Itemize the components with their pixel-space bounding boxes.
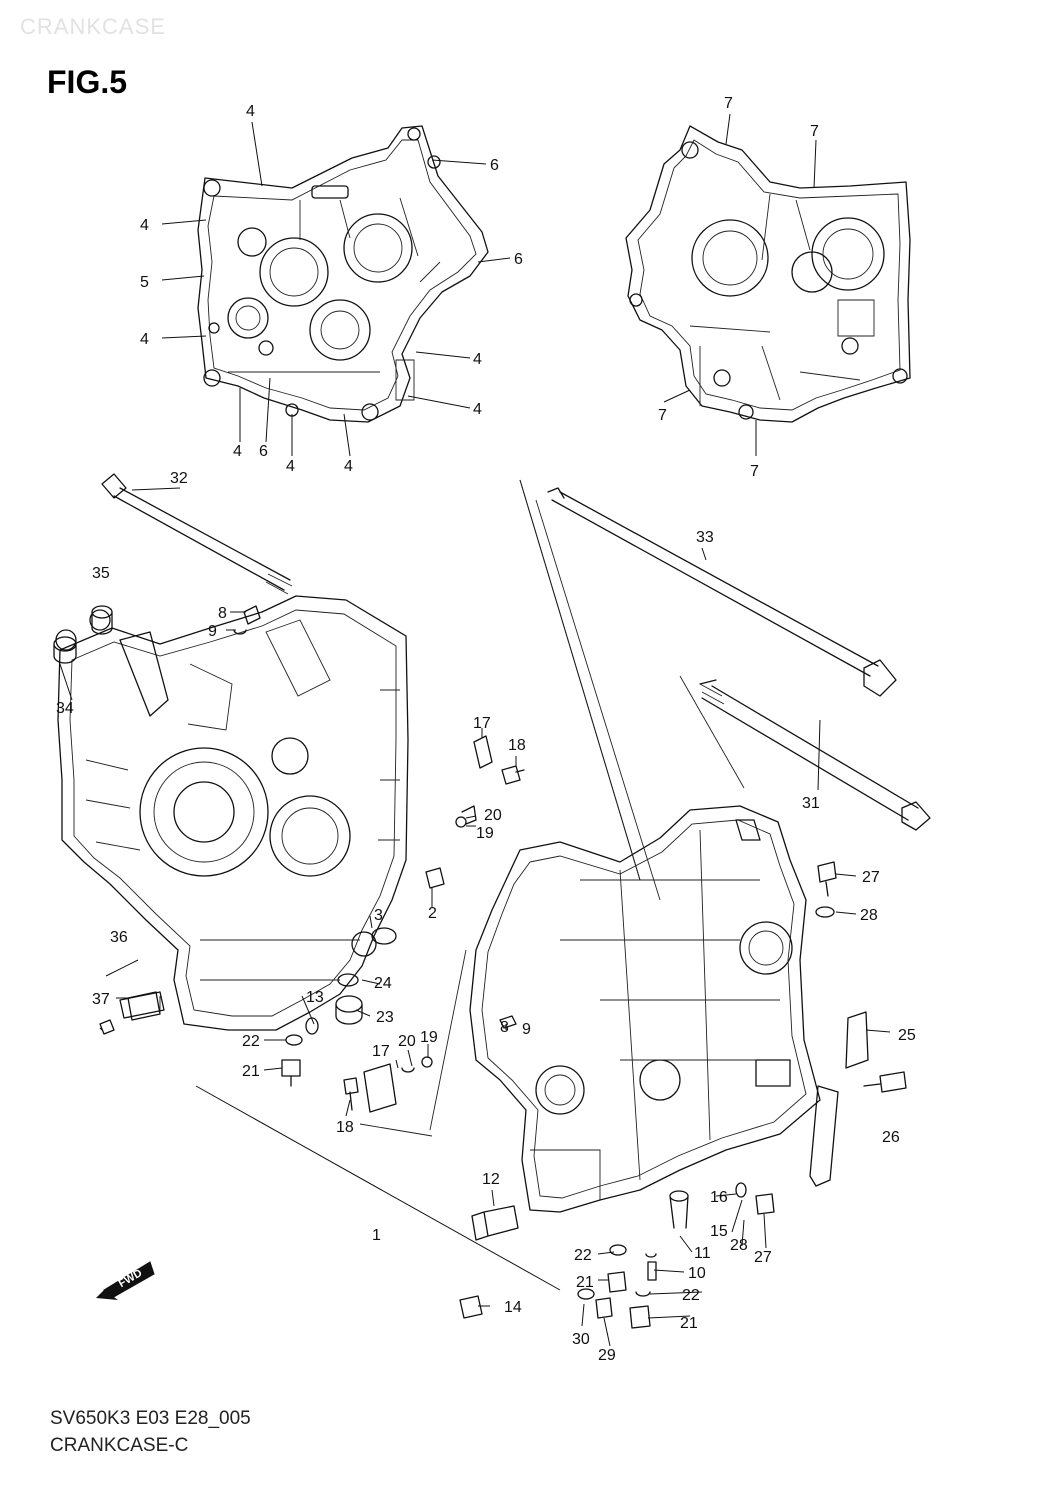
- callout-20: 20: [398, 1033, 416, 1050]
- callout-20: 20: [484, 807, 502, 824]
- callout-22: 22: [242, 1033, 260, 1050]
- callout-28: 28: [860, 907, 878, 924]
- upper-right-crankcase-half: [625, 125, 911, 423]
- callout-8: 8: [500, 1019, 509, 1036]
- callout-33: 33: [696, 529, 714, 546]
- callout-4: 4: [246, 103, 255, 120]
- callout-4: 4: [140, 217, 149, 234]
- callout-1: 1: [372, 1227, 381, 1244]
- callout-4: 4: [473, 351, 482, 368]
- callout-7: 7: [658, 407, 667, 424]
- callout-29: 29: [598, 1347, 616, 1364]
- callout-32: 32: [170, 470, 188, 487]
- right-lower-crankcase: [469, 805, 821, 1213]
- callout-27: 27: [862, 869, 880, 886]
- callout-13: 13: [306, 989, 324, 1006]
- callout-21: 21: [680, 1315, 698, 1332]
- callout-5: 5: [140, 274, 149, 291]
- callout-18: 18: [336, 1119, 354, 1136]
- callout-3: 3: [374, 907, 383, 924]
- watermark-text: CRANKCASE: [20, 14, 166, 39]
- fwd-direction-badge: FWD: [96, 1261, 155, 1300]
- small-parts: [53, 605, 907, 1329]
- callout-19: 19: [420, 1029, 438, 1046]
- callout-21: 21: [576, 1274, 594, 1291]
- callout-4: 4: [344, 458, 353, 475]
- left-lower-crankcase: [55, 595, 409, 1031]
- callout-22: 22: [574, 1247, 592, 1264]
- callout-4: 4: [473, 401, 482, 418]
- callout-30: 30: [572, 1331, 590, 1348]
- callout-36: 36: [110, 929, 128, 946]
- callout-4: 4: [140, 331, 149, 348]
- bolt-31: [699, 679, 931, 831]
- callout-4: 4: [233, 443, 242, 460]
- callout-6: 6: [514, 251, 523, 268]
- callout-35: 35: [92, 565, 110, 582]
- bolt-32: [101, 473, 293, 595]
- callout-26: 26: [882, 1129, 900, 1146]
- callout-17: 17: [473, 715, 491, 732]
- callout-23: 23: [376, 1009, 394, 1026]
- callout-37: 37: [92, 991, 110, 1008]
- callout-19: 19: [476, 825, 494, 842]
- callout-2: 2: [428, 905, 437, 922]
- callout-6: 6: [259, 443, 268, 460]
- callout-12: 12: [482, 1171, 500, 1188]
- callout-10: 10: [688, 1265, 706, 1282]
- callout-21: 21: [242, 1063, 260, 1080]
- callout-7: 7: [810, 123, 819, 140]
- callout-8: 8: [218, 605, 227, 622]
- callout-15: 15: [710, 1223, 728, 1240]
- callout-18: 18: [508, 737, 526, 754]
- callout-25: 25: [898, 1027, 916, 1044]
- callout-labels: 4 4 5 4 6 6 4 4 4 6 4 4 7 7 7 7 32 33 35…: [56, 95, 916, 1364]
- callout-9: 9: [522, 1021, 531, 1038]
- callout-16: 16: [710, 1189, 728, 1206]
- callout-9: 9: [208, 623, 217, 640]
- callout-4: 4: [286, 458, 295, 475]
- callout-31: 31: [802, 795, 820, 812]
- callout-22: 22: [682, 1287, 700, 1304]
- diagram-title: CRANKCASE-C: [50, 1435, 189, 1456]
- leader-lines: [59, 113, 891, 1347]
- callout-24: 24: [374, 975, 392, 992]
- callout-6: 6: [490, 157, 499, 174]
- callout-27: 27: [754, 1249, 772, 1266]
- callout-14: 14: [504, 1299, 522, 1316]
- figure-label: FIG.5: [47, 64, 128, 100]
- callout-34: 34: [56, 700, 74, 717]
- callout-17: 17: [372, 1043, 390, 1060]
- upper-left-crankcase-half: [197, 125, 489, 423]
- diagram-code: SV650K3 E03 E28_005: [50, 1408, 251, 1429]
- callout-28: 28: [730, 1237, 748, 1254]
- callout-7: 7: [724, 95, 733, 112]
- bolt-33: [547, 487, 897, 697]
- callout-7: 7: [750, 463, 759, 480]
- callout-11: 11: [694, 1245, 711, 1262]
